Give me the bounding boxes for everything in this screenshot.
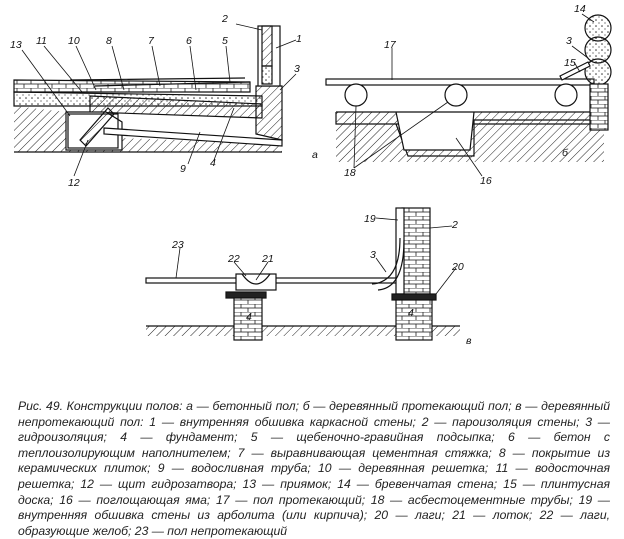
label-7: 7: [148, 35, 155, 47]
label-8: 8: [106, 35, 112, 47]
label-12: 12: [68, 177, 80, 189]
label-4: 4: [210, 157, 216, 169]
label-6: 6: [186, 35, 192, 47]
label-4-v-right: 4: [408, 307, 414, 319]
label-2: 2: [221, 13, 228, 25]
label-3: 3: [294, 63, 300, 75]
label-4-v-left: 4: [246, 311, 252, 323]
label-2-v: 2: [451, 219, 458, 231]
label-1: 1: [296, 33, 302, 45]
label-9: 9: [180, 163, 186, 175]
label-23: 23: [171, 239, 184, 251]
part-label-v: в: [466, 335, 472, 347]
floor-construction-drawing: 1 2 3 4 5 6 7 8 9 10 11 12 13 14 15 16 1…: [10, 3, 612, 347]
part-label-b: б: [562, 147, 569, 159]
label-15: 15: [564, 57, 576, 69]
label-3-b: 3: [566, 35, 572, 47]
label-18: 18: [344, 167, 356, 179]
label-22: 22: [227, 253, 240, 265]
diagram-b-leaking-floor: [325, 14, 612, 162]
label-13: 13: [10, 39, 22, 51]
label-17: 17: [384, 39, 397, 51]
label-19: 19: [364, 213, 376, 225]
part-label-a: а: [312, 149, 318, 161]
label-16: 16: [480, 175, 492, 187]
label-5: 5: [222, 35, 228, 47]
label-21: 21: [261, 253, 274, 265]
label-14: 14: [574, 3, 586, 15]
diagram-v-nonleaking-floor: [145, 207, 460, 341]
label-3-v: 3: [370, 249, 376, 261]
diagram-a-concrete-floor: [13, 25, 283, 153]
label-10: 10: [68, 35, 80, 47]
label-20: 20: [451, 261, 464, 273]
label-11: 11: [36, 35, 47, 47]
figure-caption: Рис. 49. Конструкции полов: а — бетонный…: [18, 399, 610, 538]
